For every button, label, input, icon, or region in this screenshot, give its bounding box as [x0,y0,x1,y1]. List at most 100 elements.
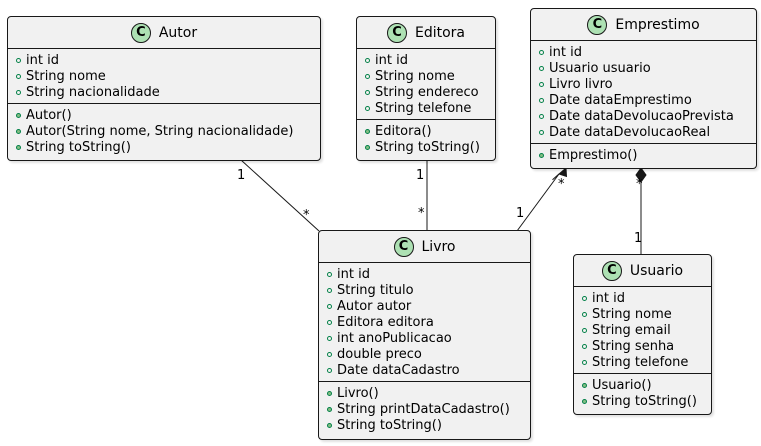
public-visibility-icon [539,49,544,55]
method-text: Autor() [26,107,72,123]
methods-section: Livro()String printDataCadastro()String … [319,381,530,436]
attribute-text: Usuario usuario [549,60,651,76]
public-visibility-icon [16,89,21,95]
attribute-row: int id [539,44,756,60]
attribute-row: String telefone [582,354,711,370]
public-visibility-icon [365,57,370,63]
mult-emprestimo-usuario-from: * [636,177,643,192]
attribute-text: int id [26,52,59,68]
attribute-text: Editora editora [337,314,434,330]
class-name: Livro [421,238,456,255]
method-row: String printDataCadastro() [327,401,530,417]
method-row: String toString() [16,139,320,155]
composition-diamond-emprestimo-usuario [635,167,647,183]
attribute-row: Date dataEmprestimo [539,92,756,108]
attribute-text: int id [592,290,625,306]
class-name: Usuario [629,262,684,279]
attribute-text: String telefone [592,354,689,370]
public-visibility-icon [582,343,587,349]
attribute-row: Date dataDevolucaoPrevista [539,108,756,124]
public-visibility-icon [365,73,370,79]
method-text: String toString() [375,139,480,155]
public-visibility-icon [327,335,332,341]
attribute-text: Date dataDevolucaoPrevista [549,108,734,124]
attribute-text: double preco [337,346,422,362]
public-visibility-icon [582,327,587,333]
attribute-text: String telefone [375,100,472,116]
public-visibility-icon [539,65,544,71]
public-visibility-icon [327,319,332,325]
attribute-row: int id [365,52,495,68]
attribute-row: Livro livro [539,76,756,92]
relation-emprestimo-livro [516,173,560,232]
public-visibility-icon [539,97,544,103]
method-text: Autor(String nome, String nacionalidade) [26,123,294,139]
public-method-icon [16,144,21,150]
mult-editora-livro-to: * [418,206,425,221]
mult-emprestimo-usuario-to: 1 [634,231,643,246]
method-row: Editora() [365,123,495,139]
public-visibility-icon [539,81,544,87]
method-row: Usuario() [582,377,711,393]
public-visibility-icon [365,105,370,111]
public-visibility-icon [327,351,332,357]
method-text: String printDataCadastro() [337,401,510,417]
attribute-text: String senha [592,338,675,354]
attribute-text: String nome [26,68,106,84]
methods-section: Editora()String toString() [357,119,495,158]
attribute-text: Livro livro [549,76,613,92]
class-icon: C [393,236,414,257]
mult-emprestimo-livro-to: 1 [516,206,525,221]
mult-emprestimo-livro-from: * [558,177,565,192]
attribute-text: Autor autor [337,298,412,314]
public-method-icon [327,422,332,428]
public-visibility-icon [327,271,332,277]
method-row: Emprestimo() [539,147,756,163]
method-text: Usuario() [592,377,652,393]
attribute-row: Usuario usuario [539,60,756,76]
public-method-icon [16,112,21,118]
public-visibility-icon [365,89,370,95]
method-text: String toString() [337,417,442,433]
attribute-text: int id [375,52,408,68]
mult-autor-livro-from: 1 [237,168,246,183]
class-name: Emprestimo [615,16,700,33]
method-row: String toString() [582,393,711,409]
public-visibility-icon [327,303,332,309]
public-method-icon [365,128,370,134]
mult-editora-livro-from: 1 [416,168,425,183]
attribute-text: String nome [592,306,672,322]
public-method-icon [582,398,587,404]
attribute-text: int anoPublicacao [337,330,452,346]
method-text: String toString() [592,393,697,409]
attribute-row: Date dataDevolucaoReal [539,124,756,140]
attribute-row: String telefone [365,100,495,116]
attribute-text: int id [337,266,370,282]
mult-autor-livro-to: * [303,208,310,223]
methods-section: Autor()Autor(String nome, String naciona… [8,103,320,158]
public-visibility-icon [582,359,587,365]
attribute-row: String nome [582,306,711,322]
method-text: Livro() [337,385,379,401]
class-icon: C [386,22,407,43]
public-method-icon [327,390,332,396]
method-text: Emprestimo() [549,147,638,163]
public-visibility-icon [539,113,544,119]
attribute-row: String endereco [365,84,495,100]
public-visibility-icon [16,57,21,63]
public-visibility-icon [327,367,332,373]
public-visibility-icon [16,73,21,79]
public-method-icon [539,152,544,158]
method-row: String toString() [327,417,530,433]
